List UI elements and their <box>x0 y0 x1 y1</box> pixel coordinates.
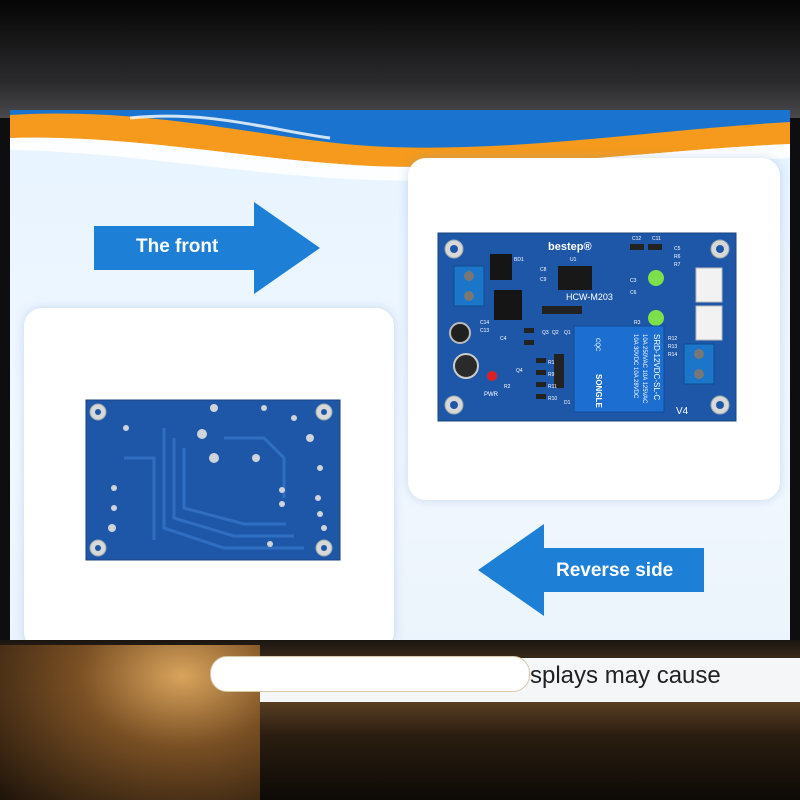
silk-label: C13 <box>480 328 489 334</box>
silk-label: R6 <box>674 254 681 260</box>
reverse-label: Reverse side <box>556 560 674 581</box>
silk-label: R12 <box>668 336 677 342</box>
silk-label: R1 <box>548 360 555 366</box>
relay-rating-dc: 10A 30VDC 10A 28VDC <box>632 334 638 399</box>
silk-label: R10 <box>548 396 557 402</box>
front-photo-panel: bestep® HCW-M203 V4 PWR SRD-12VDC-SL-C 1… <box>408 158 780 500</box>
silk-label: R9 <box>548 372 555 378</box>
reverse-photo-panel <box>24 308 394 650</box>
silk-label: Q1 <box>564 330 571 336</box>
relay-model: SRD-12VDC-SL-C <box>652 334 661 400</box>
front-arrow-icon <box>94 202 320 294</box>
silk-label: R7 <box>674 262 681 268</box>
silk-label: C14 <box>480 320 489 326</box>
front-label: The front <box>136 236 219 257</box>
pcb-front-image: bestep® HCW-M203 V4 PWR SRD-12VDC-SL-C 1… <box>437 232 737 422</box>
caption-text: splays may cause <box>530 662 721 689</box>
caption-pill <box>210 656 530 692</box>
pwr-silk: PWR <box>484 392 499 398</box>
silk-label: R2 <box>504 384 511 390</box>
silk-label: C8 <box>540 267 547 273</box>
silk-label: Q3 <box>542 330 549 336</box>
reverse-arrow-icon <box>478 524 704 616</box>
silk-label: C5 <box>674 246 681 252</box>
silk-label: C4 <box>500 336 507 342</box>
dark-background-top <box>0 0 800 118</box>
silk-label: R14 <box>668 352 677 358</box>
relay-brand: SONGLE <box>594 374 603 408</box>
silk-label: C9 <box>540 277 547 283</box>
brand-silk: bestep® <box>548 241 592 253</box>
silk-label: C3 <box>630 278 637 284</box>
relay-mark: CQC <box>594 338 600 352</box>
silk-label: C12 <box>632 236 641 242</box>
relay-rating-ac: 10A 250VAC 10A 125VAC <box>641 334 647 404</box>
silk-label: BD1 <box>514 257 524 263</box>
silk-label: R11 <box>548 384 557 390</box>
silk-label: C6 <box>630 290 637 296</box>
silk-label: C11 <box>652 236 661 242</box>
version-silk: V4 <box>676 406 689 417</box>
silk-label: U1 <box>570 257 577 263</box>
silk-label: Q4 <box>516 368 523 374</box>
product-slide: The front Reverse side <box>10 110 790 670</box>
pcb-back-image <box>85 399 341 561</box>
silk-label: Q2 <box>552 330 559 336</box>
silk-label: R13 <box>668 344 677 350</box>
silk-label: R3 <box>634 320 641 326</box>
model-silk: HCW-M203 <box>566 292 613 302</box>
silk-label: D1 <box>564 400 571 406</box>
